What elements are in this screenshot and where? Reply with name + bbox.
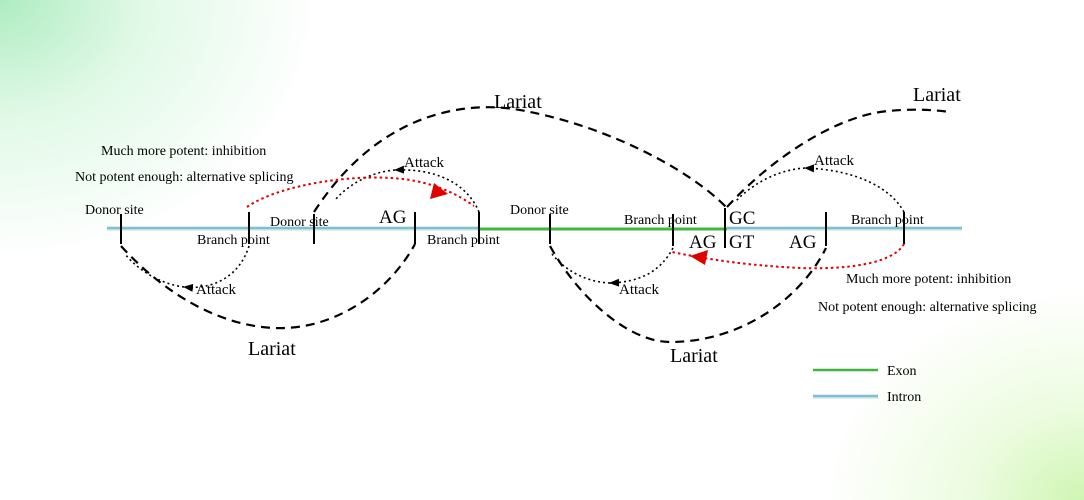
attack-label: Attack bbox=[619, 282, 659, 298]
gc-label: GC bbox=[729, 208, 755, 229]
attack-arrow bbox=[804, 164, 905, 213]
donor-site-label: Donor site bbox=[510, 203, 569, 218]
branch-point-label: Branch point bbox=[197, 233, 270, 248]
attack-arrow bbox=[394, 165, 480, 213]
potency-note: Much more potent: inhibition bbox=[846, 272, 1011, 287]
legend-exon-label: Exon bbox=[887, 364, 917, 379]
lariat-arc bbox=[726, 108, 951, 208]
attack-label: Attack bbox=[196, 282, 236, 298]
lariat-arc bbox=[549, 245, 827, 344]
lariat-label: Lariat bbox=[670, 345, 718, 367]
branch-point-label: Branch point bbox=[624, 213, 697, 228]
attack-arrow bbox=[183, 245, 250, 292]
lariat-label: Lariat bbox=[248, 338, 296, 360]
branch-point-label: Branch point bbox=[427, 233, 500, 248]
potency-note: Not potent enough: alternative splicing bbox=[75, 170, 294, 185]
red-arrowhead bbox=[430, 183, 448, 199]
ag-label: AG bbox=[379, 207, 407, 228]
attack-arrow-tail bbox=[124, 253, 185, 288]
branch-point-label: Branch point bbox=[851, 213, 924, 228]
attack-arrow-tail bbox=[734, 167, 806, 203]
donor-site-label: Donor site bbox=[85, 203, 144, 218]
lariat-arc bbox=[120, 243, 416, 330]
lariat-arc bbox=[313, 106, 727, 213]
gt-label: GT bbox=[729, 232, 755, 253]
potency-note: Much more potent: inhibition bbox=[101, 144, 266, 159]
attack-label: Attack bbox=[814, 153, 854, 169]
red-arrowhead bbox=[690, 250, 708, 265]
lariat-label: Lariat bbox=[913, 84, 961, 106]
ag-label: AG bbox=[789, 232, 817, 253]
donor-site-label: Donor site bbox=[270, 215, 329, 230]
lariat-label: Lariat bbox=[494, 91, 542, 113]
red-competition-arrow bbox=[246, 176, 475, 208]
attack-arrow-tail bbox=[334, 169, 396, 201]
attack-label: Attack bbox=[404, 155, 444, 171]
potency-note: Not potent enough: alternative splicing bbox=[818, 300, 1037, 315]
attack-arrow-tail bbox=[551, 253, 611, 284]
attack-arrow bbox=[609, 247, 674, 287]
red-competition-arrow bbox=[671, 243, 905, 270]
ag-label: AG bbox=[689, 232, 717, 253]
legend-intron-label: Intron bbox=[887, 390, 921, 405]
